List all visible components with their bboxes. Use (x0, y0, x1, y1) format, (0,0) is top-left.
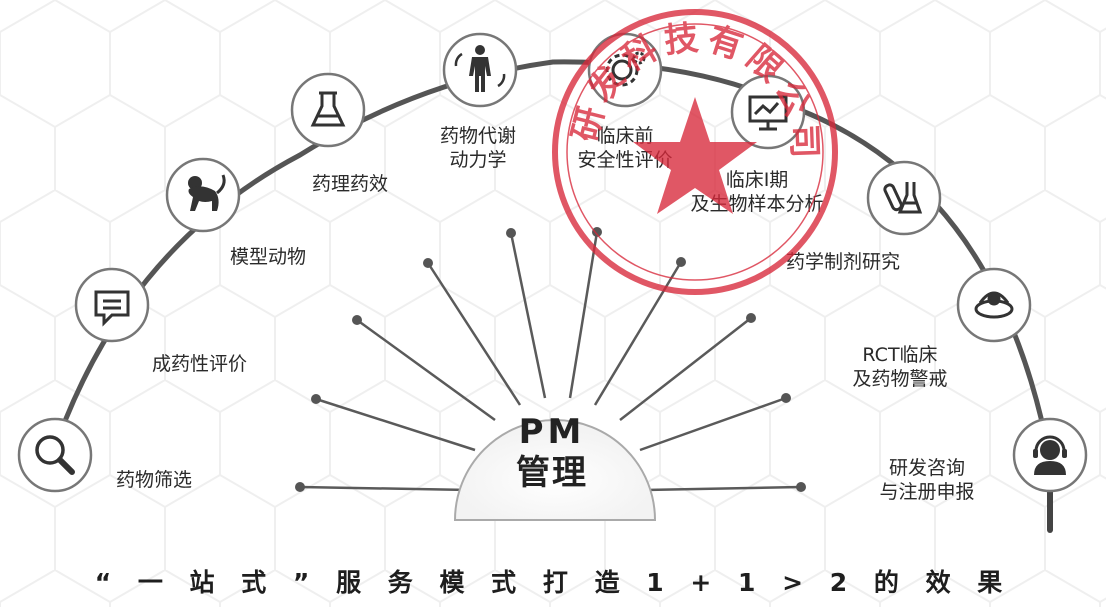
human-body-icon (454, 45, 506, 92)
test-tubes-icon (883, 182, 923, 214)
ray-dot (423, 258, 433, 268)
stage-label-line1: 临床Ⅰ期 (725, 169, 789, 191)
stage-node-1 (17, 417, 93, 493)
center-title-line2: 管理 (516, 453, 588, 493)
stage-label-3: 模型动物 (230, 245, 306, 269)
stage-label-line1: 模型动物 (230, 246, 307, 268)
center-title-line1: PM (518, 412, 586, 452)
flask-icon (310, 91, 346, 127)
ray-2 (315, 397, 476, 452)
stage-label-10: 研发咨询 与注册申报 (872, 456, 982, 504)
stage-label-line2: 动力学 (449, 149, 507, 171)
ray-dot (592, 227, 602, 237)
stage-node-8 (866, 160, 942, 236)
stage-label-1: 药物筛选 (116, 468, 192, 492)
stage-label-line1: 研发咨询 (888, 457, 965, 479)
stage-label-6: 临床前 安全性评价 (560, 124, 690, 172)
center-title: PM 管理 (462, 412, 642, 494)
ray-dot (295, 482, 305, 492)
stage-node-6 (587, 32, 663, 108)
stage-label-line2: 与注册申报 (879, 481, 975, 503)
stage-label-4: 药理药效 (312, 172, 388, 196)
ray-dot (311, 394, 321, 404)
stage-node-5 (442, 32, 518, 108)
headset-icon (1033, 435, 1067, 475)
ray-dot (781, 393, 791, 403)
stage-label-line1: 临床前 (596, 125, 654, 147)
ray-10 (644, 485, 802, 492)
slogan: “ 一 站 式 ” 服 务 模 式 打 造 1 + 1 > 2 的 效 果 (94, 568, 1012, 597)
stage-node-4 (290, 72, 366, 148)
center-dome (453, 419, 657, 521)
ray-4 (426, 262, 522, 406)
stage-label-2: 成药性评价 (152, 352, 247, 376)
message-icon (94, 290, 130, 327)
stage-label-line1: 药物筛选 (116, 469, 193, 491)
ray-1 (299, 485, 471, 492)
ray-8 (619, 317, 752, 421)
ray-dot (746, 313, 756, 323)
stage-label-line1: RCT临床 (862, 344, 938, 366)
stage-label-7: 临床Ⅰ期 及生物样本分析 (672, 168, 842, 216)
stage-label-line1: 药理药效 (312, 173, 389, 195)
ray-dot (676, 257, 686, 267)
stage-node-9 (956, 267, 1032, 343)
stage-label-9: RCT临床 及药物警戒 (840, 343, 960, 391)
stage-node-2 (74, 267, 150, 343)
stage-label-line2: 安全性评价 (577, 149, 673, 171)
magnifier-icon (35, 435, 75, 475)
ray-dot (352, 315, 362, 325)
stage-label-5: 药物代谢 动力学 (418, 124, 538, 172)
stage-node-10 (1012, 417, 1088, 493)
ray-5 (509, 232, 547, 399)
stage-label-line2: 及药物警戒 (852, 368, 948, 390)
ray-3 (356, 318, 496, 422)
stage-label-line1: 药学制剂研究 (786, 251, 901, 273)
stage-label-8: 药学制剂研究 (786, 250, 900, 274)
stage-label-line1: 成药性评价 (152, 353, 248, 375)
stage-label-line1: 药物代谢 (439, 125, 516, 147)
ray-9 (639, 396, 787, 452)
stage-node-3 (165, 157, 241, 233)
monkey-icon (188, 174, 226, 211)
pill-box-icon (974, 291, 1014, 319)
stage-node-7 (730, 74, 806, 150)
ray-dot (796, 482, 806, 492)
ray-dot (506, 228, 516, 238)
stage-label-line2: 及生物样本分析 (690, 193, 824, 215)
